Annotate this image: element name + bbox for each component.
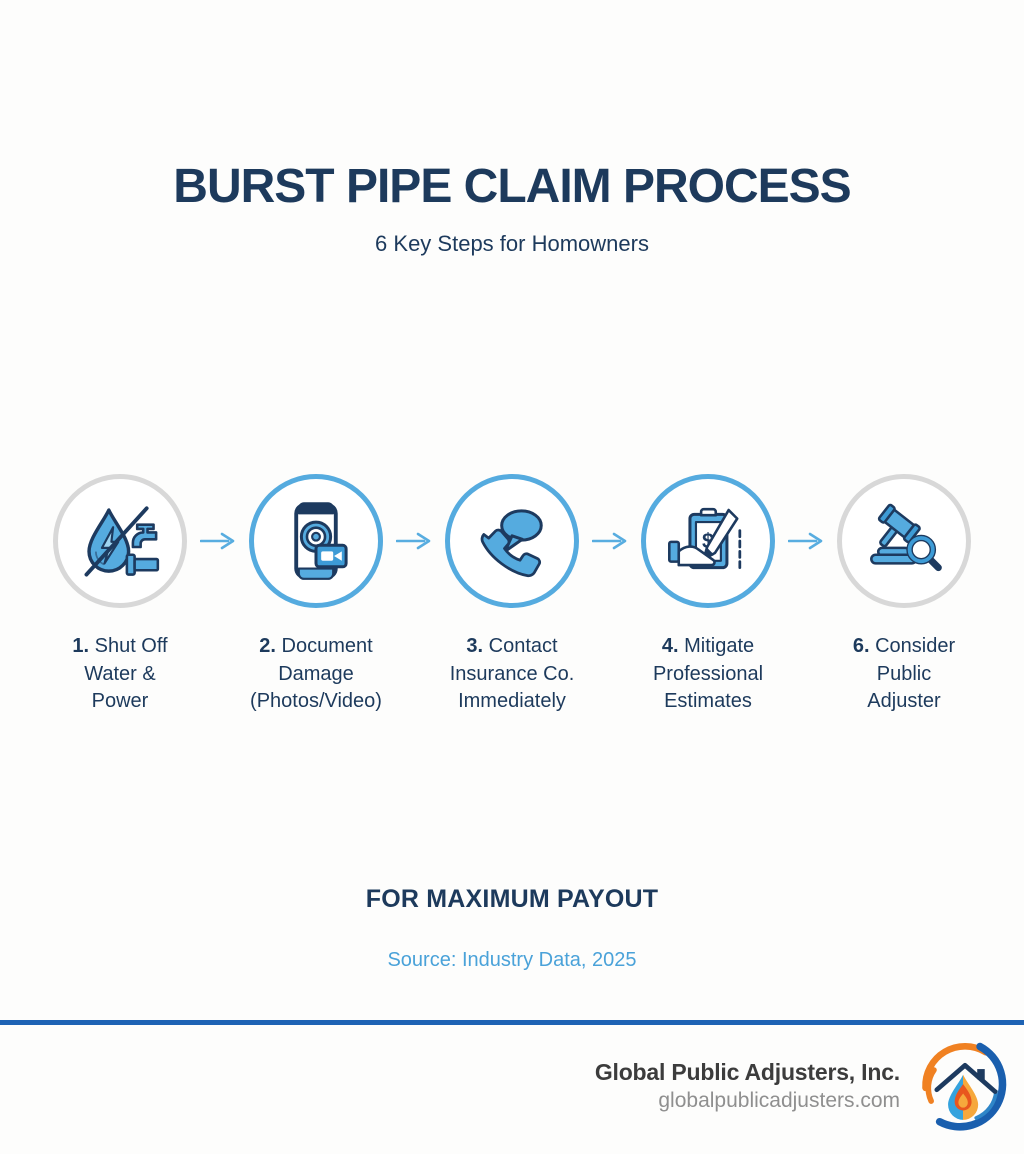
step-6-circle — [837, 474, 971, 608]
step-2-circle — [249, 474, 383, 608]
payout-headline: FOR MAXIMUM PAYOUT — [365, 884, 659, 913]
step-3-contact-insurance: 3. Contact Insurance Co. Immediately — [432, 474, 592, 716]
arrow-2 — [396, 474, 432, 608]
arrow-3 — [592, 474, 628, 608]
step-6-label: 6. Consider Public Adjuster — [852, 635, 956, 712]
phone-call-icon — [480, 509, 543, 578]
water-power-shutoff-icon — [84, 506, 160, 577]
company-website: globalpublicadjusters.com — [658, 1089, 900, 1112]
clipboard-estimate-icon: $ — [668, 507, 742, 572]
step-4-circle: $ — [641, 474, 775, 608]
company-text-block: Global Public Adjusters, Inc. globalpubl… — [595, 1058, 900, 1114]
page-title: BURST PIPE CLAIM PROCESS — [173, 160, 851, 213]
step-6-public-adjuster: 6. Consider Public Adjuster — [824, 474, 984, 716]
step-1-shut-off-water-power: 1. Shut Off Water & Power — [40, 474, 200, 716]
step-4-mitigate-estimates: $ 4. Mitigate Professional Estimates — [628, 474, 788, 716]
source-note: Source: Industry Data, 2025 — [387, 948, 637, 971]
step-1-circle — [53, 474, 187, 608]
step-2-label: 2. Document Damage (Photos/Video) — [250, 635, 382, 712]
step-2-document-damage: 2. Document Damage (Photos/Video) — [236, 474, 396, 716]
gavel-magnifier-icon — [870, 503, 942, 572]
footer-divider-line — [0, 1019, 1024, 1025]
arrow-1 — [200, 474, 236, 608]
right-arrow-icon — [396, 532, 431, 550]
step-1-label: 1. Shut Off Water & Power — [72, 635, 168, 712]
step-4-label: 4. Mitigate Professional Estimates — [652, 635, 764, 712]
page-subtitle: 6 Key Steps for Homowners — [375, 231, 649, 256]
process-steps-row: 1. Shut Off Water & Power — [0, 474, 1024, 716]
right-arrow-icon — [200, 532, 235, 550]
right-arrow-icon — [788, 532, 823, 550]
house-water-flame-logo-icon — [922, 1042, 1007, 1131]
right-arrow-icon — [592, 532, 627, 550]
footer: Global Public Adjusters, Inc. globalpubl… — [0, 1025, 1024, 1148]
step-3-circle — [445, 474, 579, 608]
company-name: Global Public Adjusters, Inc. — [594, 1059, 900, 1085]
step-3-label: 3. Contact Insurance Co. Immediately — [449, 635, 575, 712]
arrow-4 — [788, 474, 824, 608]
phone-camera-icon — [294, 502, 348, 580]
